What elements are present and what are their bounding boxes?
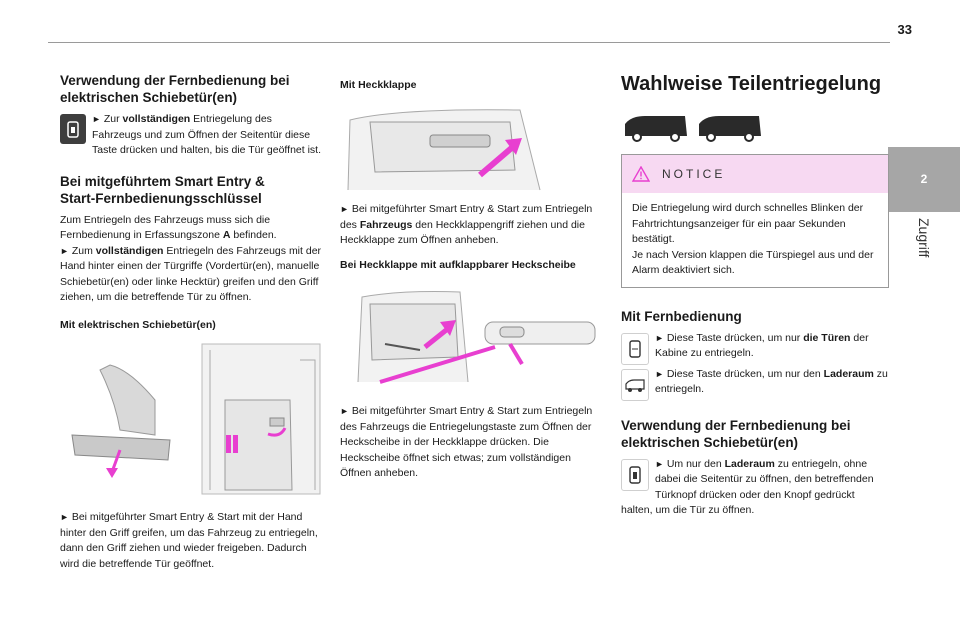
rear-window-instruction: ► Bei mitgeführter Smart Entry & Start z…	[340, 405, 593, 479]
top-rule	[48, 42, 890, 43]
sliding-cargo-text: ► Um nur den Laderaum zu entriegeln, ohn…	[621, 457, 874, 517]
door-unlock-button-icon	[621, 332, 649, 365]
page-number: 33	[897, 22, 912, 37]
column-3: Wahlweise Teilentriegelung NOTICE Die En…	[621, 72, 889, 519]
tailgate-instruction: ► Bei mitgeführter Smart Entry & Start z…	[340, 203, 593, 246]
column-2: Mit Heckklappe	[340, 72, 605, 94]
subheading-sliding-doors: Mit elektrischen Schiebetür(en)	[60, 318, 216, 331]
cargo-unlock-button-icon	[621, 368, 649, 401]
van-unlock-icon	[625, 116, 761, 142]
sliding-door-button-icon	[621, 458, 649, 491]
chapter-label: Zugriff	[900, 218, 960, 308]
notice-header: NOTICE	[622, 155, 888, 193]
notice-text-1: Die Entriegelung wird durch schnelles Bl…	[632, 202, 864, 245]
rear-window-illustration	[357, 291, 596, 384]
subheading-tailgate: Mit Heckklappe	[340, 79, 417, 91]
chapter-tab[interactable]: 2	[888, 147, 960, 212]
subheading-rear-window: Bei Heckklappe mit aufklappbarer Hecksch…	[340, 259, 576, 271]
column-1: Verwendung der Fernbedienung bei elektri…	[60, 72, 322, 333]
van-icons	[621, 112, 889, 142]
sliding-door-illustration	[71, 343, 321, 495]
notice-title: NOTICE	[662, 167, 726, 181]
heading-smart-entry: Bei mitgeführtem Smart Entry & Start-Fer…	[60, 173, 265, 206]
chapter-title: Zugriff	[916, 218, 932, 258]
heading-remote-sliding: Verwendung der Fernbedienung bei elektri…	[60, 73, 290, 105]
remote-instruction: ► Zur vollständigen Entriegelung des Fah…	[92, 113, 322, 156]
sliding-door-caption: ► Bei mitgeführter Smart Entry & Start m…	[60, 511, 318, 570]
warning-icon	[632, 166, 650, 182]
notice-body: Die Entriegelung wird durch schnelles Bl…	[622, 193, 888, 287]
smart-entry-zone-text: Zum Entriegeln des Fahrzeugs muss sich d…	[60, 213, 277, 242]
smart-entry-instruction: ► Zum vollständigen Entriegeln des Fahrz…	[60, 244, 322, 304]
section-title: Wahlweise Teilentriegelung	[621, 73, 882, 95]
tailgate-illustration	[347, 109, 541, 191]
remote-unlock-icon	[60, 114, 86, 144]
heading-remote-sliding-2: Verwendung der Fernbedienung bei elektri…	[621, 417, 851, 450]
doors-unlock-text: ► Diese Taste drücken, um nur die Türen …	[655, 331, 869, 360]
heading-with-remote: Mit Fernbedienung	[621, 308, 742, 324]
notice-text-2: Je nach Version klappen die Türspiegel a…	[632, 248, 874, 277]
notice-box: NOTICE Die Entriegelung wird durch schne…	[621, 154, 889, 288]
cargo-unlock-text: ► Diese Taste drücken, um nur den Ladera…	[655, 367, 888, 396]
